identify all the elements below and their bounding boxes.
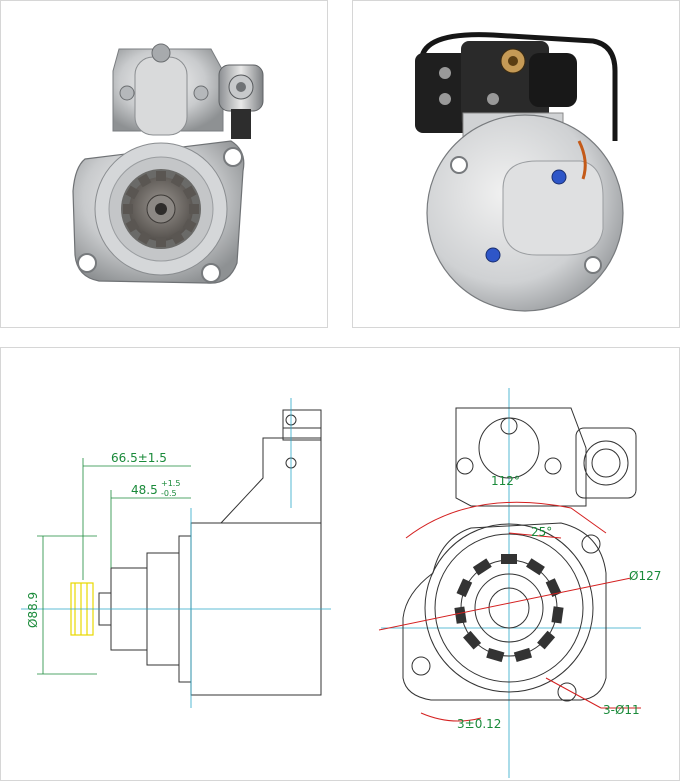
dim-holes: 3-Ø11 xyxy=(603,703,640,717)
dim-length-outer: 66.5±1.5 xyxy=(111,451,167,465)
dim-thickness: 3±0.12 xyxy=(457,717,501,731)
dim-flange-diameter: Ø127 xyxy=(629,569,661,583)
front-photo-panel xyxy=(0,0,328,328)
starter-front-photo xyxy=(72,43,264,284)
dim-length-inner-tol-upper: +1.5 xyxy=(161,479,180,488)
dim-angle: 112° xyxy=(491,474,520,488)
dim-length-inner-tol-lower: -0.5 xyxy=(161,489,177,498)
starter-rear-photo xyxy=(415,32,624,312)
technical-drawing: 66.5±1.5 48.5 +1.5 -0.5 Ø88.9 xyxy=(21,388,661,778)
rear-photo-panel xyxy=(352,0,680,328)
dim-length-inner: 48.5 xyxy=(131,483,158,497)
technical-drawing-panel: 66.5±1.5 48.5 +1.5 -0.5 Ø88.9 xyxy=(0,347,680,781)
dim-diameter: Ø88.9 xyxy=(26,592,40,628)
end-view xyxy=(402,407,637,702)
dim-small-angle: 25° xyxy=(531,525,552,539)
